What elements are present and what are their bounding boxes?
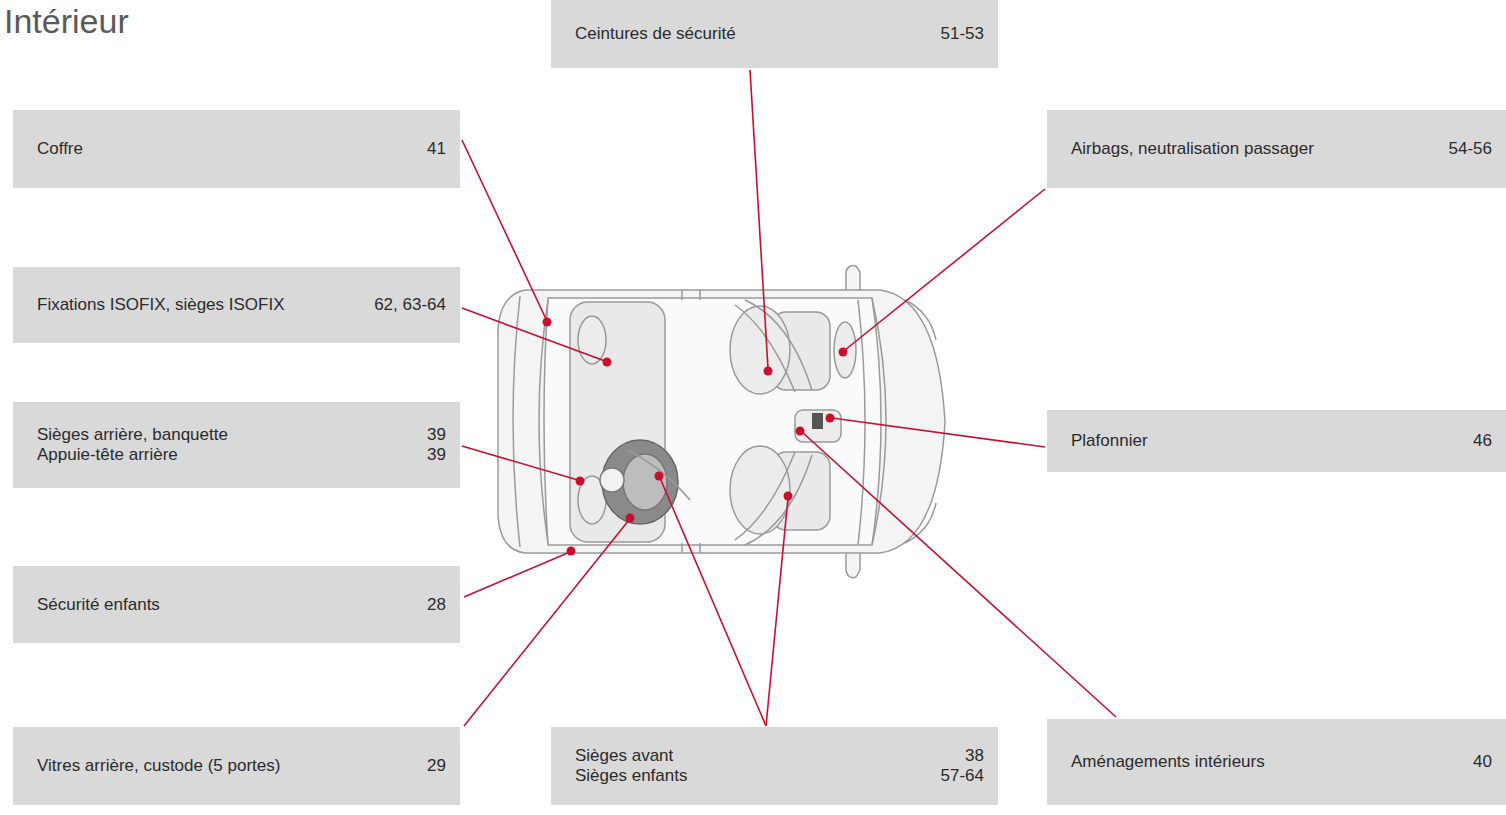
callout-dot [567,547,576,556]
leader-lines [462,70,1116,726]
callout-box: Vitres arrière, custode (5 portes) 29 [13,727,460,805]
page-number: 51-53 [941,24,984,44]
callout-box: Plafonnier 46 [1047,410,1506,472]
leader-line [660,478,766,726]
callout-dot [764,367,773,376]
callout-label: Coffre [37,139,411,159]
callout-label: Vitres arrière, custode (5 portes) [37,756,411,776]
callout-label: Sièges arrière, banquette [37,425,411,445]
leader-line [462,140,546,319]
page-number: 57-64 [941,766,984,786]
leader-line [462,446,578,480]
callout-dot [784,492,793,501]
callout-dot [543,318,552,327]
page-number: 54-56 [1449,139,1492,159]
door-pillar [699,543,701,553]
callout-dot [839,348,848,357]
front-seat-back [730,446,790,534]
page-number: 39 [427,445,446,465]
page-number: 62, 63-64 [374,295,446,315]
door-pillar [681,543,683,553]
child-head [600,468,624,492]
child-seat-belt [628,450,690,500]
windshield [872,298,886,545]
callout-label: Ceintures de sécurité [575,24,925,44]
callout-box: Airbags, neutralisation passager 54-56 [1047,110,1506,188]
leader-line [832,418,1045,447]
center-console [795,410,841,442]
leader-line [464,520,629,726]
console-switch [812,413,823,429]
callout-dots [543,318,848,556]
boot-lid [513,296,520,547]
car-cabin [544,298,881,545]
page-number: 41 [427,139,446,159]
callout-dot [655,472,664,481]
callout-dot [826,414,835,423]
leader-line [750,70,768,368]
headlight [905,300,936,340]
page-title: Intérieur [4,2,129,40]
callout-label: Sièges avant [575,746,925,766]
car-top-view [498,266,945,578]
child-seat-inner [623,454,667,510]
callout-dot [603,358,612,367]
leader-line [462,308,605,361]
callout-label: Airbags, neutralisation passager [1071,139,1433,159]
callout-dot [576,477,585,486]
callout-box: Sécurité enfants 28 [13,566,460,643]
leader-line [464,552,570,597]
callout-label: Appuie-tête arrière [37,445,411,465]
seat-belt [745,300,812,390]
page-number: 28 [427,595,446,615]
headlight [905,503,936,543]
leader-line [802,432,1116,717]
callout-box: Fixations ISOFIX, sièges ISOFIX 62, 63-64 [13,267,460,343]
seat-belt [745,455,812,545]
callout-label: Sièges enfants [575,766,925,786]
callout-box: Sièges arrière, banquette39Appuie-tête a… [13,402,460,488]
door-pillar [699,290,701,300]
callout-label: Sécurité enfants [37,595,411,615]
callout-label: Aménagements intérieurs [1071,752,1457,772]
callout-box: Ceintures de sécurité 51-53 [551,0,998,68]
car-body [498,290,945,553]
callout-label: Plafonnier [1071,431,1457,451]
page-number: 38 [941,746,984,766]
callout-dot [626,514,635,523]
page-number: 39 [427,425,446,445]
door-pillar [681,290,683,300]
callout-box: Sièges avant 38Sièges enfants 57-64 [551,727,998,805]
callout-box: Coffre 41 [13,110,460,188]
steering-wheel [834,322,856,378]
page-number: 46 [1473,431,1492,451]
leader-line [766,498,788,726]
callout-box: Aménagements intérieurs 40 [1047,719,1506,805]
page-number: 40 [1473,752,1492,772]
page-number: 29 [427,756,446,776]
front-seat-back [730,306,790,394]
leader-line [845,189,1045,350]
callout-label: Fixations ISOFIX, sièges ISOFIX [37,295,358,315]
callout-dot [796,427,805,436]
